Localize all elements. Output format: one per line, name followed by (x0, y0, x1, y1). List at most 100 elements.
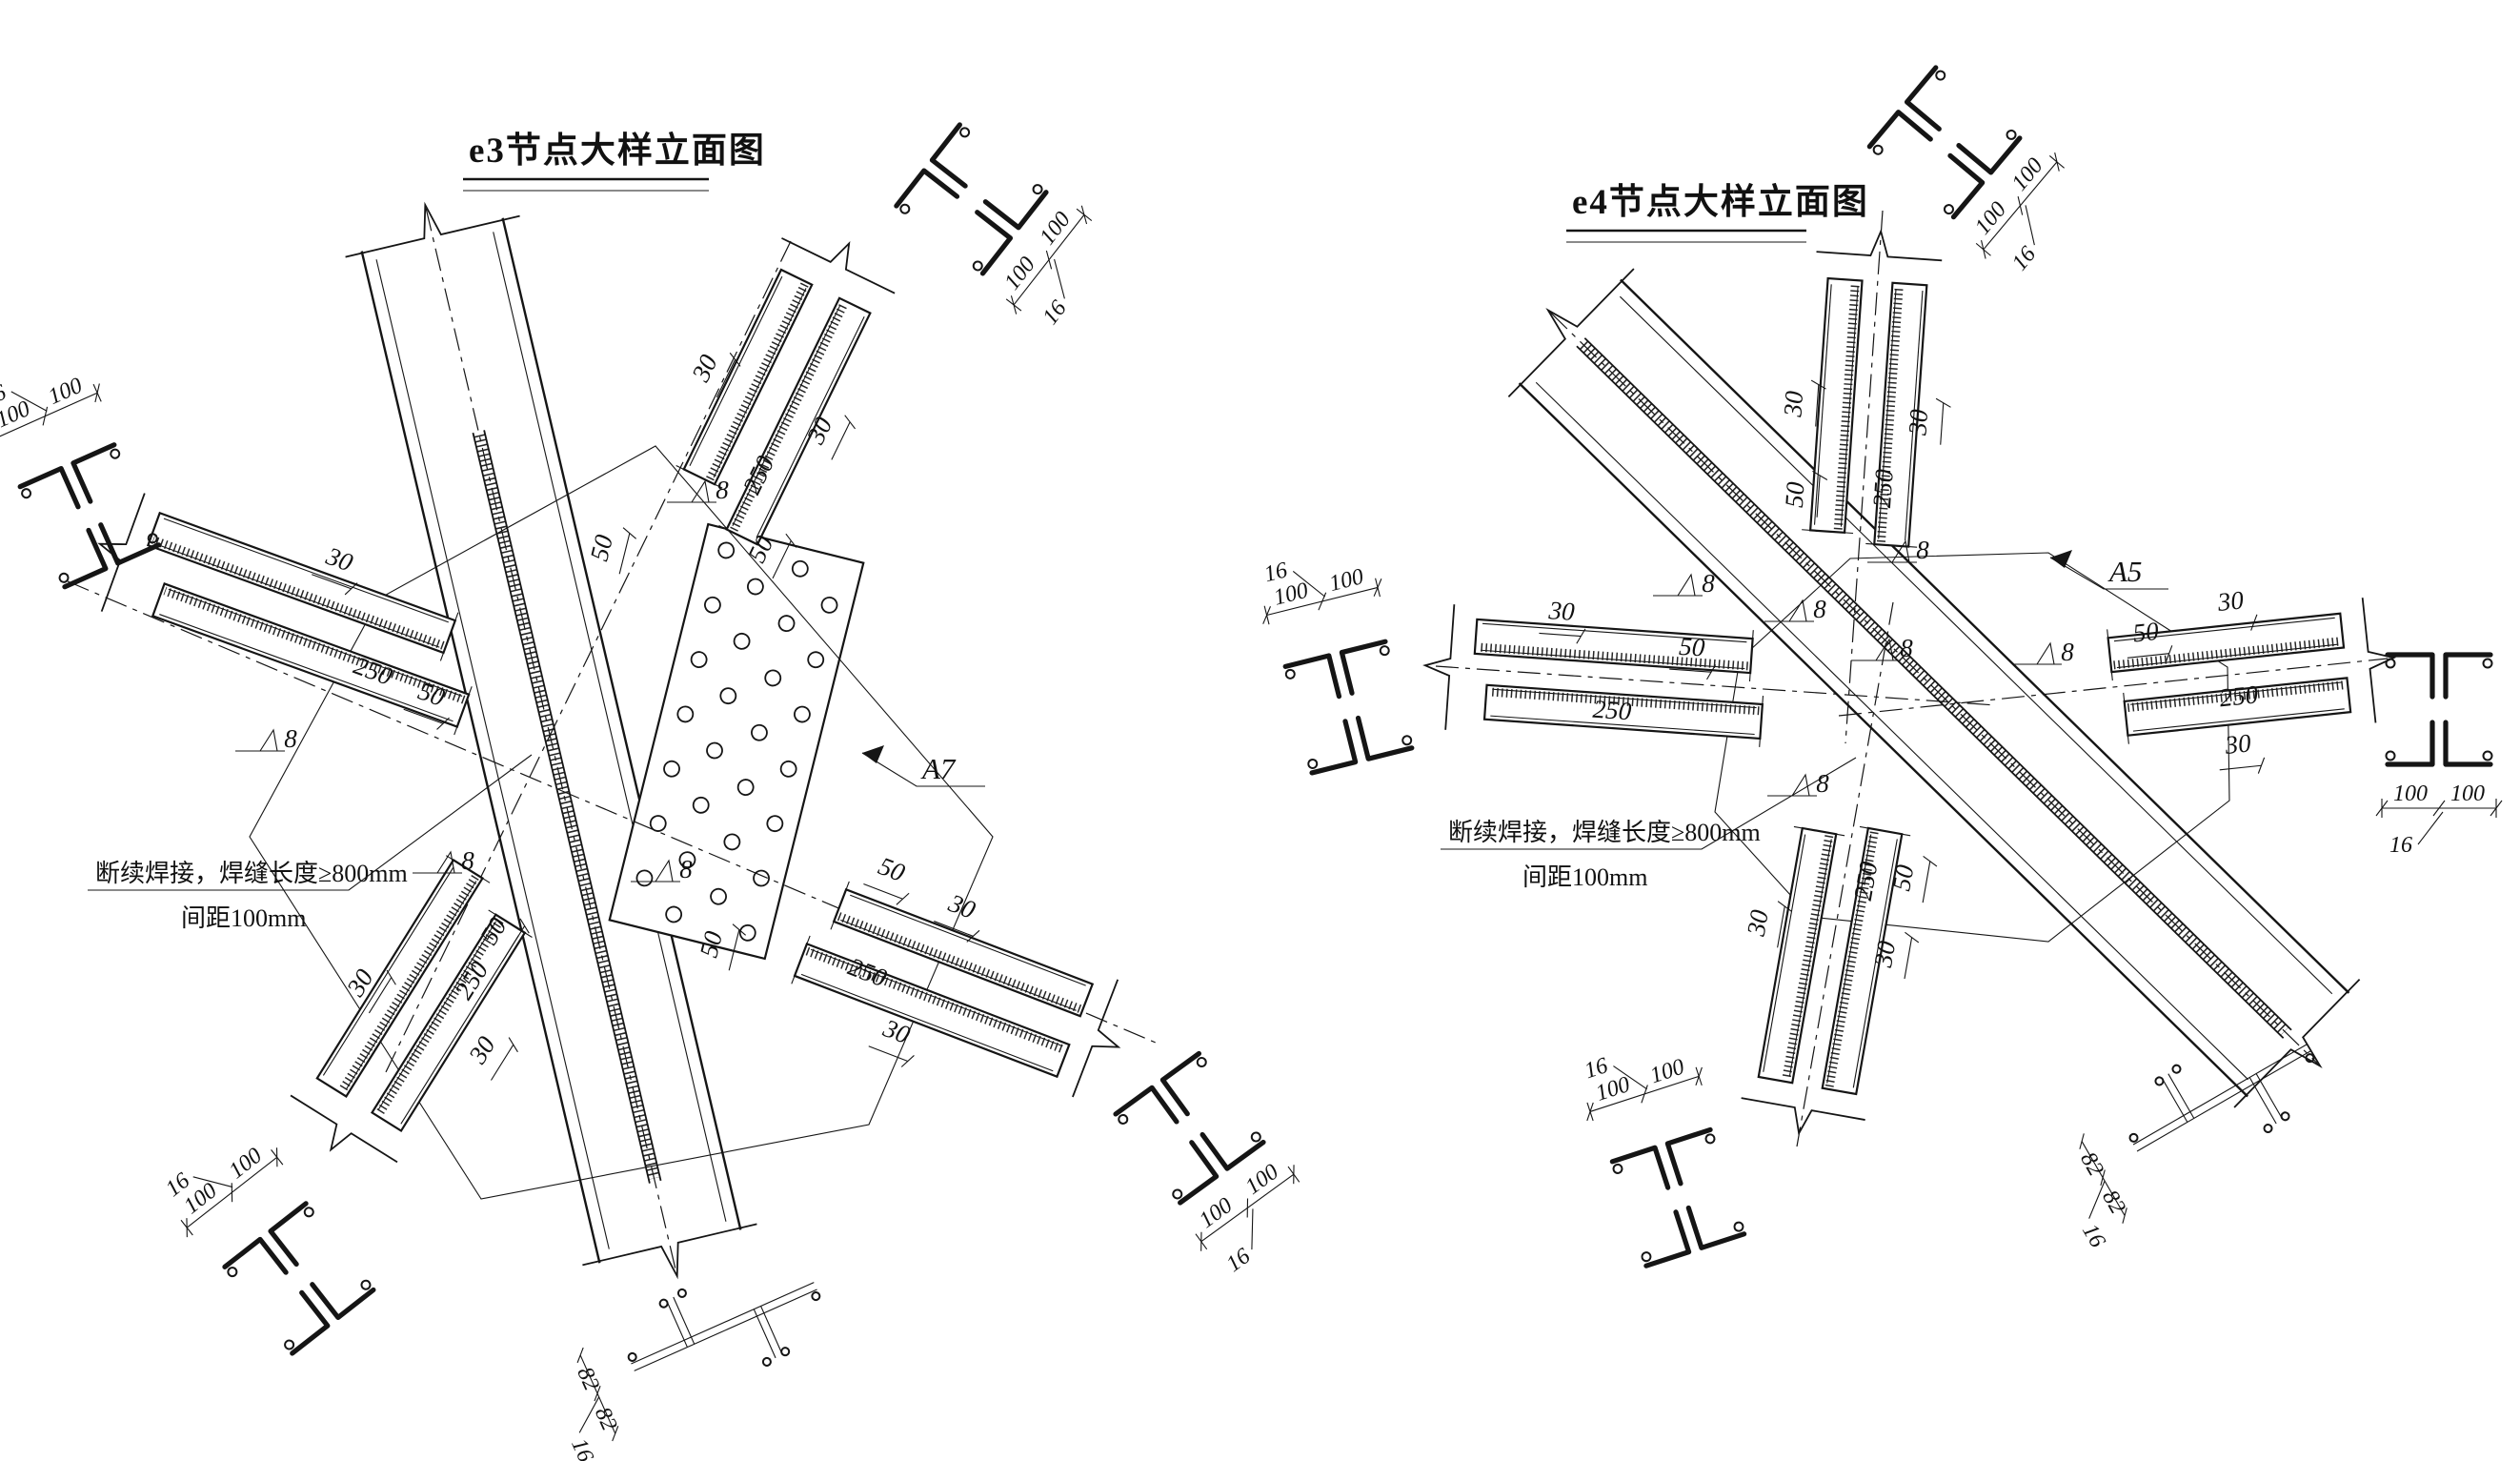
dimension-label-50: 50 (1780, 480, 1810, 509)
brace-weld-hatch (375, 918, 504, 1117)
angle-lip-icon (1284, 668, 1296, 680)
dim-tick (594, 1386, 601, 1402)
a5-leader-arrow-icon (2050, 550, 2072, 568)
break-symbol (1816, 229, 1943, 262)
brace-end-tick (791, 935, 811, 984)
member-edge (501, 217, 742, 1230)
dimension-label-30: 30 (944, 888, 979, 924)
splice-plate-outline (608, 522, 865, 961)
angle-lip-icon (1379, 645, 1390, 657)
angle-lip-icon (284, 1339, 295, 1350)
bolt-hole (706, 741, 723, 760)
e3-title: e3节点大样立面图 (469, 131, 766, 171)
polyline (578, 1396, 600, 1433)
dim-tick (2257, 757, 2266, 774)
dim-line (2219, 764, 2262, 771)
e3-annotation-line1: 断续焊接，焊缝长度≥800mm (95, 860, 408, 887)
break-symbol (1507, 268, 1635, 398)
angle-lip-icon (21, 488, 32, 499)
weld-symbol: 8 (1767, 769, 1829, 798)
angle-lip-icon (1612, 1163, 1623, 1174)
brace-bar (1473, 618, 1754, 675)
polyline (192, 1176, 233, 1188)
brace-end-tick (1859, 825, 1911, 837)
angle-section-icon (2443, 720, 2493, 767)
bolt-hole (820, 596, 838, 614)
angle-section-icon (1282, 653, 1342, 700)
static-labels: e3节点大样立面图 e4节点大样立面图 断续焊接，焊缝长度≥800mm 间距10… (88, 131, 2168, 932)
angle-section-icon (1309, 719, 1359, 776)
polyline (1874, 638, 1894, 661)
a7-leader-arrow-icon (862, 745, 884, 763)
angle-lip-icon (227, 1267, 238, 1278)
weld-size-label: 8 (679, 855, 693, 883)
angle-lip-icon (110, 448, 121, 459)
bolt-hole (665, 905, 683, 923)
polyline (690, 479, 710, 503)
brace-bar-inner (840, 919, 1077, 1011)
dim-line (2127, 653, 2169, 659)
angle-section-icon (98, 522, 162, 566)
dim-line (728, 929, 740, 971)
brace-end-tick (2107, 629, 2113, 681)
bolt-hole (649, 815, 667, 832)
dim-tick (1045, 250, 1053, 270)
dim-tick (1246, 1198, 1249, 1218)
brace-weld-hatch (1833, 282, 1860, 530)
polyline (435, 850, 455, 874)
brace-bar (1757, 826, 1838, 1085)
e3-view-label-group: A7 (861, 745, 985, 787)
dim-line (1777, 905, 1785, 948)
dim-ext (92, 383, 102, 402)
brace-bar-inner (322, 866, 454, 1076)
break-symbol (582, 1223, 757, 1280)
brace-bar-inner (1813, 284, 1832, 525)
dim-ext (1287, 1166, 1300, 1183)
angle-section-icon (1178, 1140, 1220, 1206)
angle-lip-icon (972, 260, 983, 272)
angle-lip-icon (2006, 129, 2017, 140)
break-symbol (1741, 1097, 1865, 1136)
brace-end-tick (454, 686, 473, 736)
dim-tick (2166, 645, 2173, 662)
dim-tick (1641, 1085, 1648, 1104)
brace-end-tick (1865, 542, 1918, 548)
dim-tick (0, 430, 1, 448)
bolt-hole (779, 760, 797, 778)
dim-line (1816, 475, 1821, 517)
angle-lip-icon (1196, 1057, 1207, 1068)
dim-ext (1375, 578, 1381, 598)
brace-bar-inner (1482, 622, 1747, 643)
dim-line (868, 1045, 909, 1062)
polyline (1890, 539, 1910, 563)
angle-section-icon (62, 527, 109, 590)
brace-weld-hatch (1477, 642, 1748, 671)
cruciform-web-line (631, 1282, 815, 1365)
brace-end-tick (445, 855, 491, 883)
dim-tick (729, 352, 741, 367)
dim-tick (732, 923, 746, 936)
dimension-label: 50 (584, 532, 618, 564)
dim-tick (896, 892, 910, 905)
weld-size-label: 8 (1816, 769, 1829, 798)
main-member (1507, 268, 2361, 1108)
cruciform-lip-icon (2263, 1124, 2273, 1134)
brace-weld-hatch (2113, 637, 2341, 670)
angle-lip-icon (1118, 1113, 1129, 1125)
angle-lip-icon (2482, 750, 2493, 761)
dim-ext (1076, 208, 1093, 221)
dimension-label-250: 250 (1867, 468, 1899, 509)
cruciform-lip-icon (2305, 1053, 2315, 1064)
weld-size-label: 8 (461, 846, 474, 875)
member-weld-seam (472, 430, 662, 1184)
angle-section-icon (222, 1236, 289, 1275)
section-details: 1001001610010016100100168282161001001610… (0, 65, 2503, 1461)
angle-section-icon (982, 190, 1049, 231)
angle-section-icon (1339, 639, 1388, 696)
